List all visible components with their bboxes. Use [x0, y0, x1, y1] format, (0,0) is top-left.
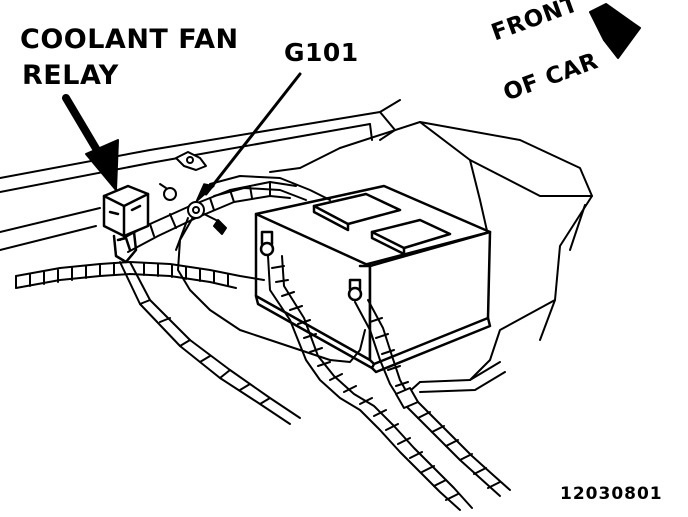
relay-label-line1: COOLANT FAN	[20, 24, 239, 55]
relay-label-line2: RELAY	[22, 60, 119, 91]
front-direction-arrow-icon	[589, 3, 641, 59]
g101-pointer-arrow	[195, 72, 302, 203]
battery-tray	[399, 361, 506, 401]
battery-cables	[267, 255, 511, 511]
inner-fender	[269, 121, 593, 381]
figure-code: 12030801	[560, 484, 663, 504]
relay-pointer-arrow	[62, 94, 119, 191]
ground-label: G101	[284, 38, 359, 67]
battery	[254, 184, 492, 374]
g101-ground-bolt	[159, 151, 227, 235]
coolant-fan-relay	[102, 184, 150, 264]
